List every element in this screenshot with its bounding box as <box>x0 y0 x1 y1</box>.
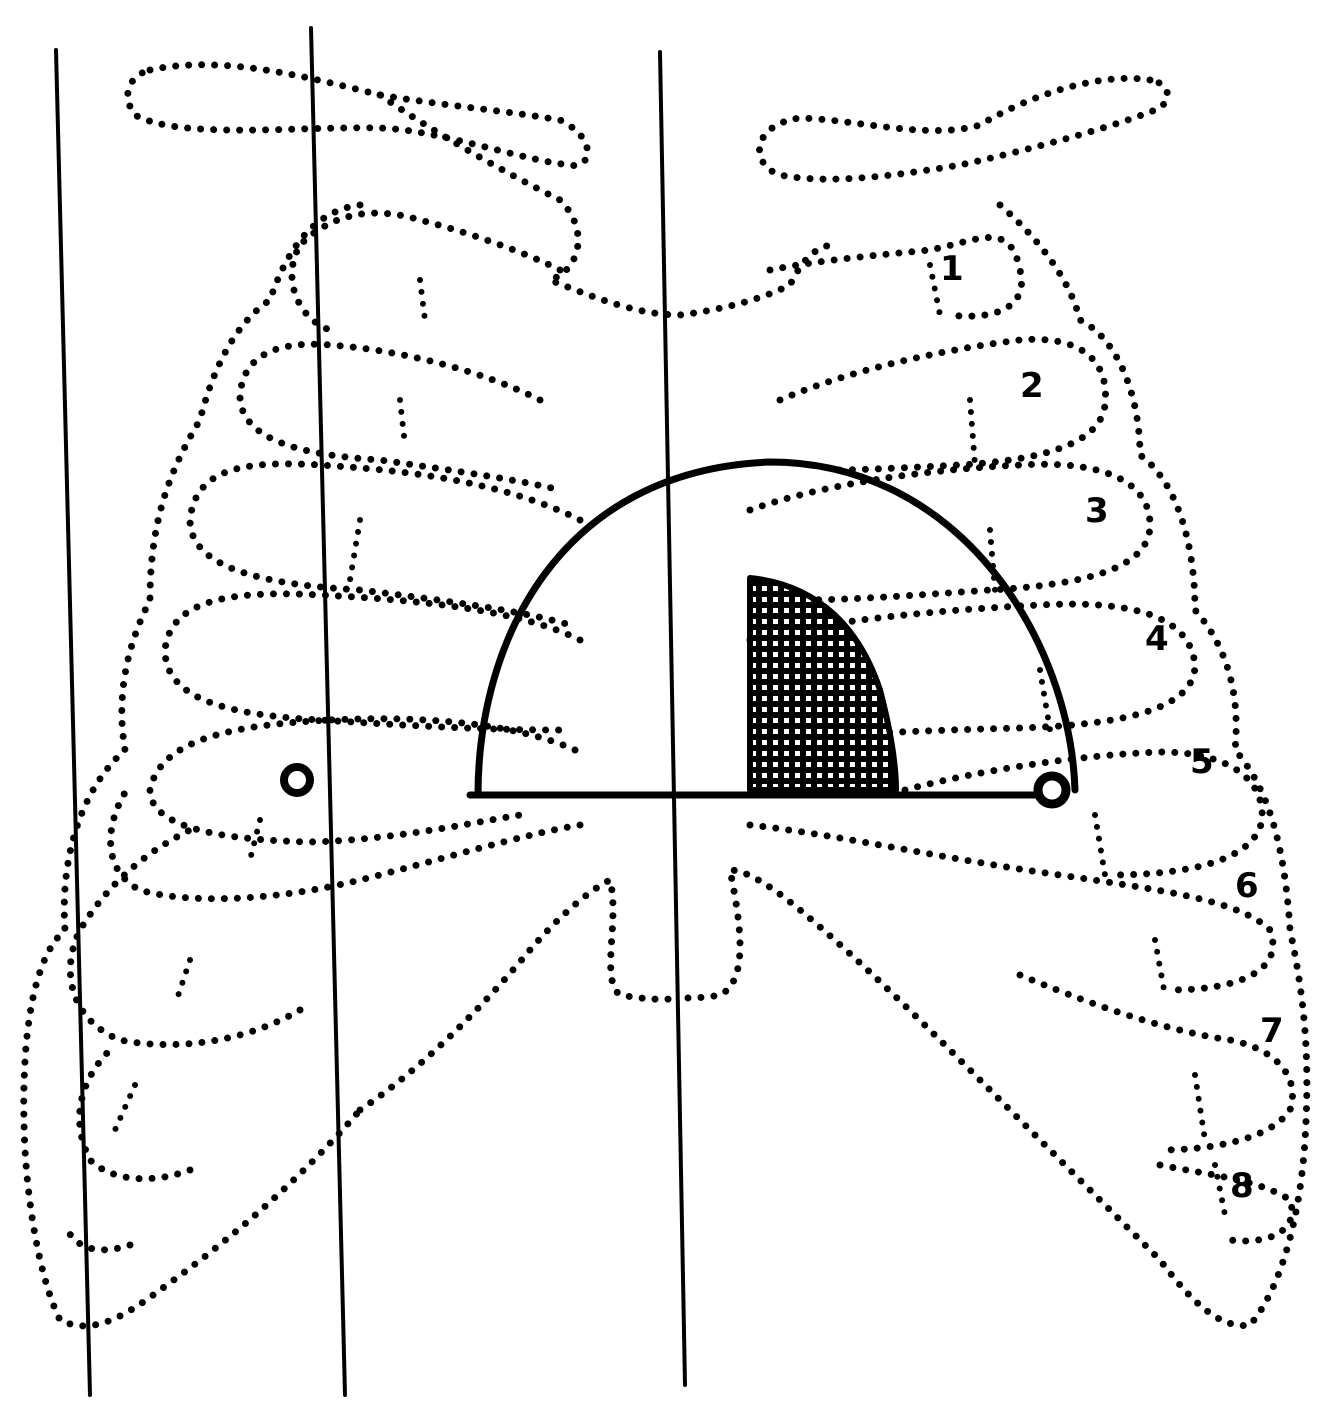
rib-number-6: 6 <box>1235 866 1259 906</box>
rib-connector <box>1215 1165 1225 1215</box>
rib-1-left <box>770 238 1022 317</box>
hatched-area <box>750 578 896 790</box>
rib-7-right <box>70 830 300 1045</box>
rib-number-5: 5 <box>1190 742 1214 782</box>
rib-9-right <box>65 1225 130 1250</box>
rib-1-right <box>292 213 560 330</box>
rib-number-8: 8 <box>1230 1166 1254 1206</box>
costal-margin-left <box>680 870 980 1080</box>
rib-8-left <box>1160 1165 1292 1241</box>
manubrium <box>380 95 830 315</box>
rib-8-right <box>80 1050 190 1179</box>
vertical-line-left <box>56 50 90 1395</box>
rib-connector <box>1040 670 1050 730</box>
rib-2-right <box>240 344 560 490</box>
rib-connector <box>350 520 360 580</box>
rib-connector <box>115 1085 135 1130</box>
rib-6-left <box>750 825 1273 990</box>
clavicle-left <box>760 78 1168 179</box>
rib-connector <box>1095 815 1105 875</box>
rib-connector <box>175 960 190 1005</box>
rib-connector <box>1195 1075 1205 1140</box>
rib-2-left <box>780 339 1106 470</box>
rib-number-7: 7 <box>1260 1011 1284 1051</box>
rib-7-left <box>1020 975 1293 1150</box>
rib-number-3: 3 <box>1085 491 1109 531</box>
rib-connector <box>970 400 975 465</box>
rib-number-1: 1 <box>940 249 964 289</box>
rib-number-4: 4 <box>1145 619 1169 659</box>
costal-margin-right <box>360 880 680 1110</box>
rib-connector <box>990 530 995 590</box>
vertical-line-midline <box>660 52 685 1385</box>
rib-connector <box>1155 940 1165 995</box>
rib-5-right <box>150 719 575 842</box>
rib-connector <box>400 400 405 445</box>
rib-6-right <box>111 785 580 899</box>
reference-point-right <box>284 767 310 793</box>
rib-number-2: 2 <box>1020 366 1044 406</box>
rib-connector <box>420 280 425 320</box>
rib-connector <box>930 265 940 315</box>
clavicle-right <box>128 65 588 166</box>
reference-point-left <box>1038 776 1066 804</box>
rib-3-right <box>190 464 580 625</box>
rib-3-left <box>750 464 1150 600</box>
